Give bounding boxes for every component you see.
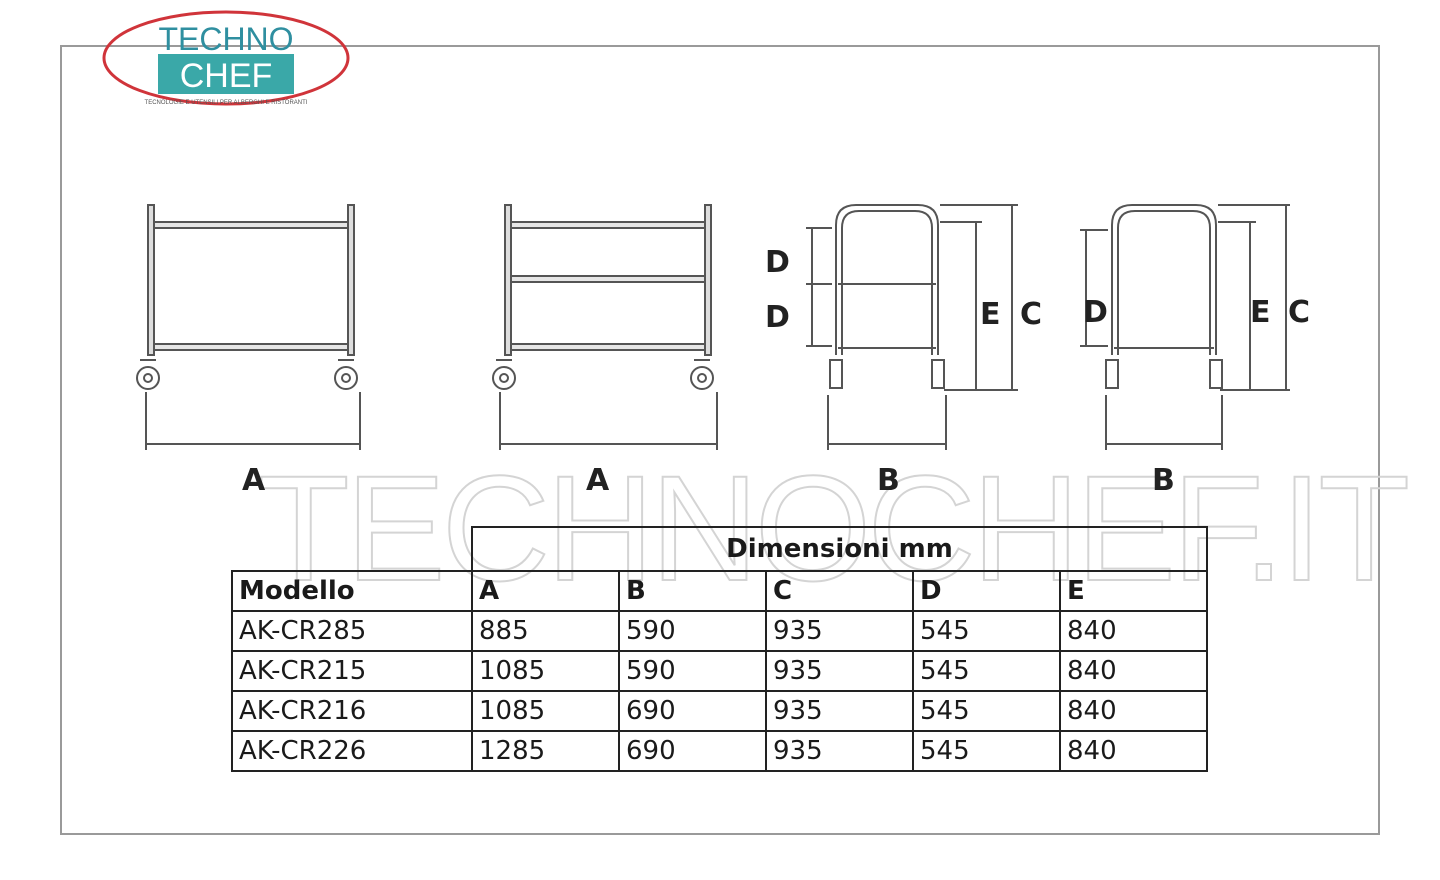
header-b: B [618,570,767,612]
table-row: AK-CR226 1285 690 935 545 840 [231,730,1208,772]
logo-tagline: TECNOLOGIE E UTENSILI PER ALBERGHI E RIS… [145,100,308,106]
cell-b: 690 [618,690,767,732]
front-view-3-shelves [492,204,718,450]
cell-e: 840 [1059,730,1208,772]
table-caption: Dimensioni mm [471,526,1208,572]
technochef-logo: TECHNO CHEF TECNOLOGIE E UTENSILI PER AL… [102,10,350,106]
cell-a: 885 [471,610,620,652]
cell-e: 840 [1059,610,1208,652]
cell-c: 935 [765,650,914,692]
cell-model: AK-CR215 [231,650,473,692]
header-a: A [471,570,620,612]
dim-label-d-upper: D [765,245,790,280]
dim-label-e-1: E [980,297,1001,332]
header-modello: Modello [231,570,473,612]
cell-b: 690 [618,730,767,772]
table-header-row: Modello A B C D E [231,570,1208,612]
cell-a: 1085 [471,650,620,692]
cell-c: 935 [765,730,914,772]
side-view-3-shelves [806,204,1018,450]
dim-label-a-1: A [242,463,266,498]
dim-label-e-2: E [1250,295,1271,330]
dimensions-table: Dimensioni mm Modello A B C D E AK-CR285… [231,526,1208,772]
cell-b: 590 [618,650,767,692]
table-row: AK-CR285 885 590 935 545 840 [231,610,1208,652]
cell-model: AK-CR216 [231,690,473,732]
side-view-2-shelves [1080,204,1290,450]
dim-label-c-2: C [1288,295,1310,330]
header-e: E [1059,570,1208,612]
dim-label-a-2: A [586,463,610,498]
cell-b: 590 [618,610,767,652]
cell-c: 935 [765,610,914,652]
cell-d: 545 [912,690,1061,732]
dim-label-b-1: B [877,463,900,498]
cell-a: 1285 [471,730,620,772]
document-frame [60,45,1380,835]
dim-label-d-2: D [1083,295,1108,330]
front-view-2-shelves [136,204,361,450]
table-caption-row: Dimensioni mm [232,526,1208,572]
table-row: AK-CR215 1085 590 935 545 840 [231,650,1208,692]
cell-c: 935 [765,690,914,732]
cell-e: 840 [1059,690,1208,732]
cell-model: AK-CR226 [231,730,473,772]
cell-model: AK-CR285 [231,610,473,652]
header-c: C [765,570,914,612]
dim-label-b-2: B [1152,463,1175,498]
table-row: AK-CR216 1085 690 935 545 840 [231,690,1208,732]
cell-a: 1085 [471,690,620,732]
header-d: D [912,570,1061,612]
logo-line2: CHEF [180,57,273,95]
cell-e: 840 [1059,650,1208,692]
logo-line1: TECHNO [158,21,293,57]
cell-d: 545 [912,650,1061,692]
dim-label-d-lower: D [765,300,790,335]
dim-label-c-1: C [1020,297,1042,332]
cell-d: 545 [912,610,1061,652]
cell-d: 545 [912,730,1061,772]
